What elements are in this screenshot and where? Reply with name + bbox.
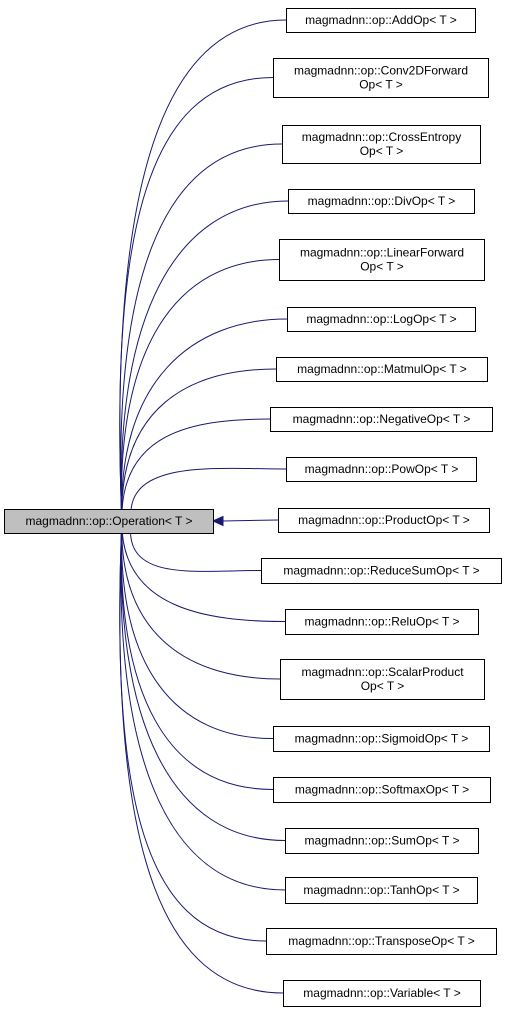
inheritance-edge: [121, 516, 274, 739]
class-name-label: magmadnn::op::SoftmaxOp< T >: [295, 783, 469, 797]
inheritance-edge: [120, 516, 286, 841]
derived-class-node-box: [285, 828, 479, 854]
derived-class-node-box: [286, 457, 477, 482]
inheritance-edge: [121, 516, 281, 680]
class-name-label: magmadnn::op::SumOp< T >: [305, 834, 460, 848]
class-name-label: magmadnn::op::PowOp< T >: [305, 462, 459, 476]
derived-class-node-box: [285, 609, 479, 635]
class-name-label: magmadnn::op::LinearForward: [300, 246, 464, 260]
class-name-label: Op< T >: [359, 78, 403, 92]
class-name-label: magmadnn::op::NegativeOp< T >: [293, 412, 471, 426]
inheritance-edge: [121, 368, 277, 526]
derived-class-node[interactable]: magmadnn::op::LogOp< T >: [287, 307, 476, 332]
class-name-label: Op< T >: [361, 679, 405, 693]
class-name-label: magmadnn::op::Variable< T >: [303, 986, 460, 1000]
derived-class-node[interactable]: magmadnn::op::NegativeOp< T >: [270, 407, 493, 432]
inheritance-edge: [121, 318, 288, 526]
inheritance-edge: [130, 467, 287, 526]
derived-class-node-box: [261, 558, 502, 584]
derived-class-node[interactable]: magmadnn::op::ReluOp< T >: [285, 609, 479, 635]
inheritance-edge: [120, 200, 289, 526]
nodes: magmadnn::op::Operation< T >magmadnn::op…: [4, 8, 502, 1007]
class-name-label: magmadnn::op::SigmoidOp< T >: [295, 732, 469, 746]
derived-class-node-box: [270, 407, 493, 432]
inheritance-edge: [119, 77, 274, 526]
inheritance-edge: [120, 516, 286, 891]
derived-class-node-box: [283, 980, 481, 1007]
class-name-label: magmadnn::op::ProductOp< T >: [298, 513, 470, 527]
derived-class-node[interactable]: magmadnn::op::SoftmaxOp< T >: [273, 777, 491, 803]
derived-class-node-box: [286, 8, 476, 33]
class-name-label: magmadnn::op::ScalarProduct: [301, 665, 464, 679]
edges: [116, 19, 289, 994]
derived-class-node[interactable]: magmadnn::op::ReduceSumOp< T >: [261, 558, 502, 584]
derived-class-node-box: [273, 777, 491, 803]
derived-class-node-box: [287, 307, 476, 332]
class-name-label: magmadnn::op::LogOp< T >: [306, 312, 456, 326]
class-name-label: Op< T >: [360, 260, 404, 274]
derived-class-node[interactable]: magmadnn::op::PowOp< T >: [286, 457, 477, 482]
inheritance-edge: [120, 143, 283, 526]
class-name-label: magmadnn::op::Conv2DForward: [294, 64, 468, 78]
class-name-label: magmadnn::op::DivOp< T >: [308, 194, 456, 208]
edge-arrowhead: [211, 515, 224, 527]
derived-class-node-box: [285, 877, 478, 904]
class-name-label: magmadnn::op::Operation< T >: [26, 514, 193, 528]
class-name-label: magmadnn::op::CrossEntropy: [302, 130, 461, 144]
inheritance-edge: [119, 19, 287, 526]
class-name-label: magmadnn::op::TransposeOp< T >: [288, 934, 475, 948]
derived-class-node[interactable]: magmadnn::op::Variable< T >: [283, 980, 481, 1007]
derived-class-node-box: [280, 659, 485, 700]
derived-class-node-box: [266, 928, 497, 955]
derived-class-node-box: [288, 189, 475, 214]
derived-class-node[interactable]: magmadnn::op::SumOp< T >: [285, 828, 479, 854]
derived-class-node-box: [276, 357, 488, 382]
derived-class-node[interactable]: magmadnn::op::ProductOp< T >: [278, 508, 490, 533]
derived-class-node[interactable]: magmadnn::op::MatmulOp< T >: [276, 357, 488, 382]
derived-class-node[interactable]: magmadnn::op::TransposeOp< T >: [266, 928, 497, 955]
derived-class-node[interactable]: magmadnn::op::AddOp< T >: [286, 8, 476, 33]
base-class-node[interactable]: magmadnn::op::Operation< T >: [4, 509, 214, 534]
derived-class-node[interactable]: magmadnn::op::DivOp< T >: [288, 189, 475, 214]
derived-class-node-box: [282, 125, 481, 164]
derived-class-node-box: [279, 239, 485, 281]
class-name-label: magmadnn::op::ReduceSumOp< T >: [283, 564, 479, 578]
inheritance-edge: [120, 259, 280, 526]
class-name-label: magmadnn::op::ReluOp< T >: [305, 615, 460, 629]
class-name-label: Op< T >: [360, 144, 404, 158]
inheritance-edge: [222, 519, 279, 522]
inheritance-edge: [119, 516, 284, 994]
derived-class-node-box: [273, 58, 489, 98]
inheritance-edge: [130, 516, 262, 572]
base-class-node-box: [4, 509, 214, 534]
derived-class-node[interactable]: magmadnn::op::SigmoidOp< T >: [273, 726, 490, 752]
inheritance-edge: [121, 516, 286, 622]
class-name-label: magmadnn::op::MatmulOp< T >: [297, 362, 467, 376]
inheritance-edge: [120, 516, 274, 790]
class-name-label: magmadnn::op::TanhOp< T >: [303, 883, 459, 897]
derived-class-node-box: [273, 726, 490, 752]
derived-class-node[interactable]: magmadnn::op::TanhOp< T >: [285, 877, 478, 904]
derived-class-node-box: [278, 508, 490, 533]
inheritance-edge: [121, 418, 271, 526]
class-name-label: magmadnn::op::AddOp< T >: [305, 13, 457, 27]
